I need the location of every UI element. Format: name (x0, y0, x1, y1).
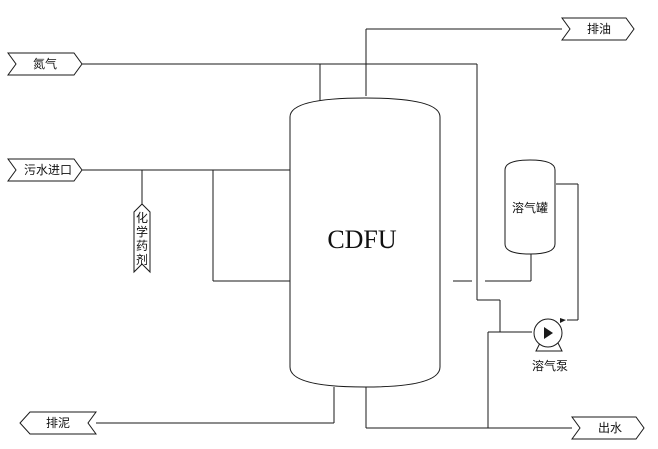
water-label: 出水 (598, 421, 622, 435)
cdfu-vessel: CDFU (289, 97, 441, 388)
oil-label: 排油 (587, 22, 611, 36)
chemical-dosing-tag: 化 学 药 剂 (133, 203, 151, 274)
sludge-outlet-tag: 排泥 (19, 411, 97, 435)
chemical-char-3: 药 (136, 239, 148, 253)
dissolved-gas-pump: 溶气泵 (532, 318, 568, 373)
oil-outlet-tag: 排油 (561, 17, 635, 41)
water-tag-shape (571, 416, 645, 440)
sludge-label: 排泥 (46, 416, 70, 430)
nitrogen-tag-shape (7, 52, 83, 76)
tank-body (504, 159, 556, 255)
pump-label: 溶气泵 (532, 358, 568, 373)
nitrogen-label: 氮气 (33, 56, 57, 71)
vessel-label: CDFU (327, 225, 397, 254)
chemical-char-2: 学 (136, 224, 148, 239)
vessel-body (289, 97, 441, 388)
wastewater-label: 污水进口 (24, 163, 72, 177)
nitrogen-inlet-tag: 氮气 (7, 52, 83, 76)
wastewater-tag-shape (7, 158, 83, 182)
chemical-tag-shape (133, 203, 151, 274)
chemical-char-1: 化 (136, 211, 148, 225)
oil-tag-shape (561, 17, 635, 41)
pump-arrow-icon (544, 327, 553, 339)
tank-label: 溶气罐 (512, 200, 548, 215)
water-outlet-tag: 出水 (571, 416, 645, 440)
pump-outlet-arrow-icon (560, 318, 566, 323)
wastewater-inlet-tag: 污水进口 (7, 158, 83, 182)
dissolved-gas-tank: 溶气罐 (504, 159, 556, 255)
sludge-tag-shape (19, 411, 97, 435)
piping (82, 28, 579, 429)
chemical-char-4: 剂 (136, 252, 148, 267)
